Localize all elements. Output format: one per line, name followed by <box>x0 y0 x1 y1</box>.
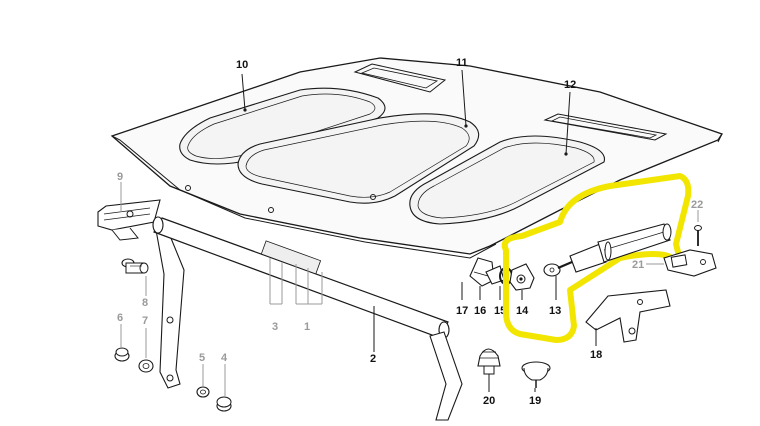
callout-1: 1 <box>304 321 310 333</box>
callout-19: 19 <box>529 395 541 407</box>
callout-7: 7 <box>142 315 148 327</box>
pad-10-shape <box>179 87 386 165</box>
hood-vent-top <box>353 63 447 93</box>
hood-vent-right <box>543 113 668 141</box>
adjusting-buffer-19 <box>521 361 551 388</box>
bolt-8 <box>121 258 149 274</box>
callout-10: 10 <box>236 59 248 71</box>
rubber-buffer-20 <box>477 348 501 375</box>
callout-16: 16 <box>474 305 486 317</box>
hinge-bracket-9 <box>97 199 161 241</box>
callout-13: 13 <box>549 305 561 317</box>
callout-17: 17 <box>456 305 468 317</box>
callout-18: 18 <box>590 349 602 361</box>
callout-5: 5 <box>199 352 205 364</box>
strut-bracket-21 <box>663 249 717 277</box>
gas-strut-13 <box>543 223 672 277</box>
washer-7 <box>138 359 154 373</box>
callout-8: 8 <box>142 297 148 309</box>
callout-4: 4 <box>221 352 228 364</box>
callout-3: 3 <box>272 321 278 333</box>
mounting-plate-18 <box>585 289 671 343</box>
callout-11: 11 <box>456 57 468 69</box>
callout-21: 21 <box>632 259 644 271</box>
callout-6: 6 <box>117 312 123 324</box>
hinge-arm-right <box>429 331 463 421</box>
callout-2: 2 <box>370 353 376 365</box>
callout-14: 14 <box>516 305 529 317</box>
callout-9: 9 <box>117 171 123 183</box>
screw-22 <box>694 225 702 246</box>
hinge-arm-left <box>155 225 185 389</box>
pad-12-shape <box>409 135 606 225</box>
bushing-4 <box>216 396 232 412</box>
nut-6 <box>114 347 130 362</box>
brackets-3-1 <box>269 258 323 305</box>
callout-22: 22 <box>691 199 703 211</box>
pad-11-shape <box>237 113 480 204</box>
mount-ball-14 <box>509 263 535 291</box>
callout-12: 12 <box>564 79 576 91</box>
callout-20: 20 <box>483 395 495 407</box>
washer-5 <box>196 386 210 398</box>
